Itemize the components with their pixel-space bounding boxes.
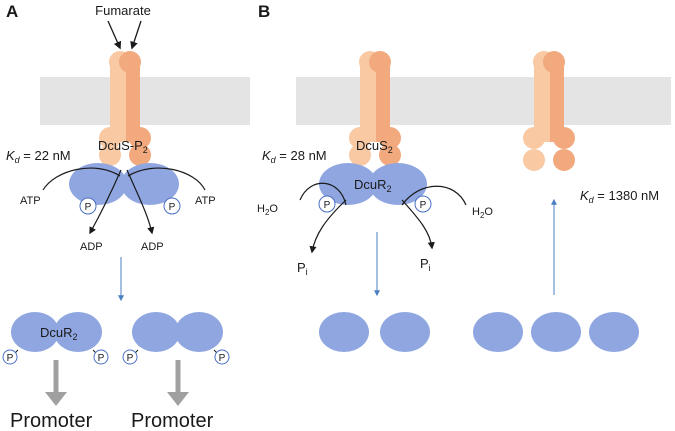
water-left-label: H2O: [257, 203, 278, 217]
membrane-a: [40, 77, 250, 125]
fumarate-arrow-left: [107, 20, 122, 50]
phospho-circle: [214, 349, 230, 365]
atp-curve-right: [127, 167, 206, 191]
dcur-right-a: [121, 163, 179, 205]
water-curve-right: [401, 185, 467, 206]
phospho-circle: [163, 197, 181, 215]
kd-b-free: Kd = 1380 nM: [580, 188, 659, 205]
dcur-monomer: [380, 312, 430, 352]
panel-a-label: A: [6, 2, 18, 21]
phospho-label: P: [7, 353, 14, 364]
phospho-circle: [318, 195, 336, 213]
dcur-monomer: [531, 312, 581, 352]
dcus-p2-label: DcuS-P2: [98, 138, 148, 155]
adp-arrow-left: [89, 169, 122, 235]
phospho-circle: [79, 197, 97, 215]
promoter-right-label: Promoter: [131, 410, 214, 431]
dcur2-dimer-left: [11, 312, 102, 352]
pi-arrow-left: [309, 199, 347, 254]
phospho-label: P: [98, 353, 105, 364]
dcus-dimer-free: [523, 51, 575, 171]
adp-right-label: ADP: [141, 241, 164, 253]
phospho-label: P: [219, 353, 226, 364]
fumarate-label: Fumarate: [95, 3, 151, 18]
promoter-left-label: Promoter: [10, 410, 93, 431]
kd-a: Kd = 22 nM: [6, 148, 71, 165]
pi-right-label: Pi: [420, 256, 431, 273]
phospho-label: P: [85, 202, 92, 213]
atp-left-label: ATP: [20, 195, 41, 207]
phospho-label: P: [169, 202, 176, 213]
membrane-b: [296, 77, 671, 125]
phospho-circle: [414, 195, 432, 213]
phospho-circle: [122, 349, 138, 365]
panel-b-label: B: [258, 2, 270, 21]
phospho-circle: [2, 349, 18, 365]
phospho-label: P: [420, 200, 427, 211]
dcus-dimer-a: [99, 51, 151, 166]
dcur-left-b: [319, 163, 377, 205]
phospho-label: P: [324, 200, 331, 211]
water-curve-left: [299, 182, 347, 206]
dcus-dimer-b: [349, 51, 401, 166]
phospho-label: P: [127, 353, 134, 364]
adp-left-label: ADP: [80, 241, 103, 253]
atp-curve-left: [42, 167, 121, 191]
pi-left-label: Pi: [297, 260, 308, 277]
adp-arrow-right: [126, 169, 155, 235]
dcur2-label-a: DcuR2: [40, 325, 78, 342]
kd-b-bound: Kd = 28 nM: [262, 148, 327, 165]
water-right-label: H2O: [472, 206, 493, 220]
dcur-monomer: [473, 312, 523, 352]
pi-arrow-right: [401, 199, 435, 250]
fumarate-arrow-right: [130, 20, 142, 50]
dcur2-label-b: DcuR2: [354, 177, 392, 194]
dcur2-dimer-right: [132, 312, 223, 352]
dcur-left-a: [69, 163, 127, 205]
dcur-monomer: [589, 312, 639, 352]
phospho-circle: [93, 349, 109, 365]
atp-right-label: ATP: [195, 195, 216, 207]
dcus2-label: DcuS2: [356, 138, 393, 155]
dcur-monomer: [319, 312, 369, 352]
